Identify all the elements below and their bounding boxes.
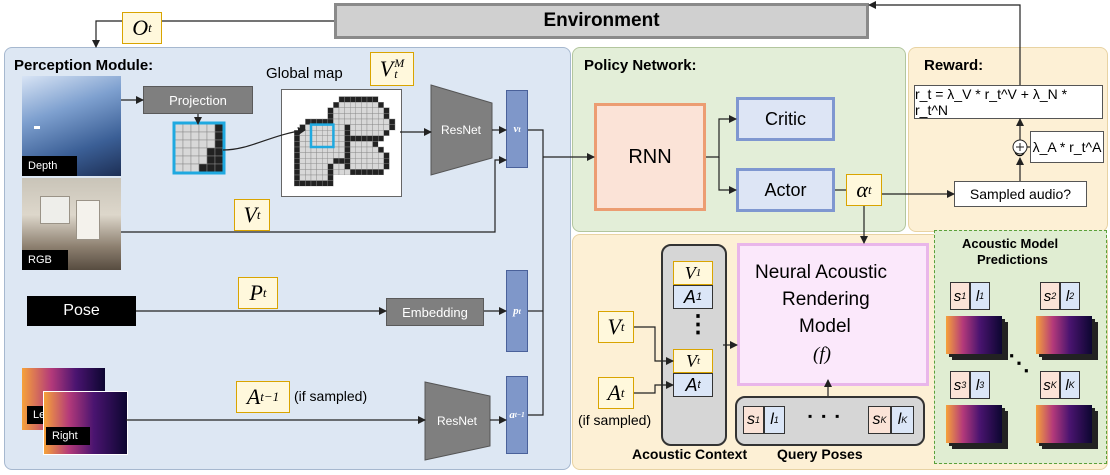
if-sampled-label: (if sampled)	[294, 388, 368, 404]
global-map-label: Global map	[266, 65, 343, 82]
query-poses-label: Query Poses	[777, 446, 863, 462]
depth-agent-marker	[34, 126, 40, 129]
depth-label: Depth	[22, 156, 77, 176]
environment-box: Environment	[334, 3, 869, 39]
rnn-box: RNN	[594, 103, 706, 211]
acoustic-context-label: Acoustic Context	[632, 446, 748, 462]
at-if-sampled-label: (if sampled)	[578, 412, 652, 428]
pose-box: Pose	[27, 296, 136, 326]
query-dots: ▪ ▪ ▪	[808, 409, 843, 423]
plus-symbol: ⊕	[1013, 143, 1027, 160]
actor-box: Actor	[736, 168, 835, 212]
embedding-box: Embedding	[386, 298, 484, 326]
environment-label: Environment	[543, 10, 660, 31]
model-line-1: Neural Acoustic	[755, 262, 888, 283]
model-symbol: (f)	[813, 344, 831, 365]
reward-title: Reward:	[924, 57, 984, 74]
predictions-title-1: Acoustic Model	[962, 236, 1059, 251]
neural-acoustic-model-box	[737, 243, 929, 386]
model-line-3: Model	[799, 316, 851, 337]
pred-spec-3	[946, 405, 1002, 443]
policy-title: Policy Network:	[584, 57, 697, 74]
reward-equation: r_t = λ_V * r_t^V + λ_N * r_t^N	[914, 85, 1103, 119]
pred-spec-k	[1036, 405, 1092, 443]
ctx-dots: ⋮	[686, 311, 710, 338]
model-line-2: Rendering	[782, 289, 870, 310]
pred-spec-1	[946, 316, 1002, 354]
rgb-window-2	[76, 200, 100, 240]
sampled-audio-box: Sampled audio?	[954, 181, 1087, 207]
global-map	[281, 89, 402, 197]
right-spectrogram	[43, 391, 128, 455]
right-label: Right	[46, 427, 90, 445]
rgb-label: RGB	[22, 250, 68, 270]
pred-dots: ⋱	[1008, 350, 1030, 375]
critic-box: Critic	[736, 97, 835, 141]
projection-box: Projection	[143, 86, 253, 114]
perception-title: Perception Module:	[14, 57, 154, 74]
pred-spec-2	[1036, 316, 1092, 354]
aux-reward-term: λ_A * r_t^A	[1030, 131, 1104, 163]
predictions-title-2: Predictions	[977, 252, 1048, 267]
rgb-window	[40, 196, 70, 224]
